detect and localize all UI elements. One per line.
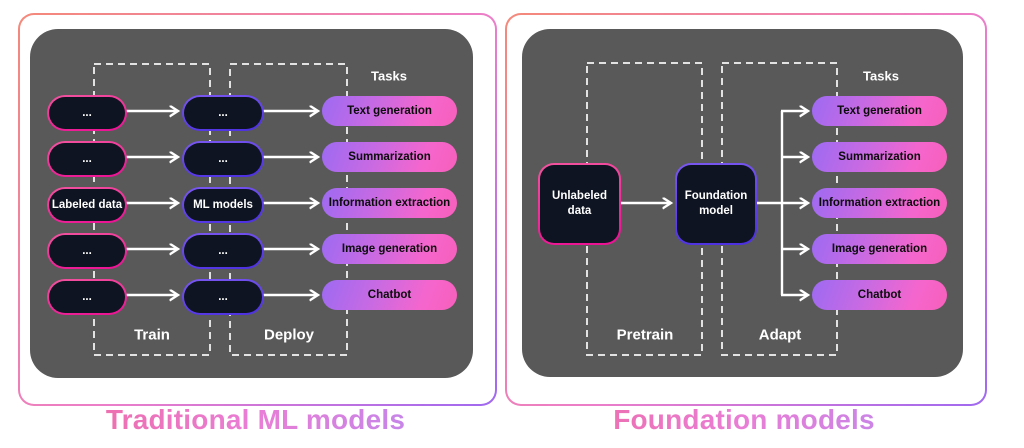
pretrain-stage-label: Pretrain bbox=[616, 326, 674, 344]
foundation-title: Foundation models bbox=[505, 404, 983, 436]
train-stage-label: Train bbox=[134, 326, 170, 344]
model-pill: ... bbox=[182, 95, 264, 131]
input-pill: ... bbox=[47, 141, 127, 177]
model-pill: ... bbox=[182, 279, 264, 315]
foundation-connectors bbox=[586, 62, 838, 356]
foundation-panel: Tasks Unlabeled data Foundation model Te… bbox=[505, 13, 987, 406]
input-pill: ... bbox=[47, 233, 127, 269]
tasks-header: Tasks bbox=[863, 68, 899, 84]
task-pill-chatbot: Chatbot bbox=[322, 280, 457, 310]
traditional-ml-panel: Tasks ... ... Labeled data ... ... ... .… bbox=[18, 13, 497, 406]
model-pill: ... bbox=[182, 141, 264, 177]
deploy-stage-label: Deploy bbox=[263, 326, 315, 344]
traditional-ml-panel-inner: Tasks ... ... Labeled data ... ... ... .… bbox=[20, 15, 495, 404]
task-pill-summarization: Summarization bbox=[812, 142, 947, 172]
unlabeled-data-box: Unlabeled data bbox=[538, 163, 621, 245]
task-pill-information-extraction: Information extraction bbox=[322, 188, 457, 218]
foundation-model-box: Foundation model bbox=[675, 163, 757, 245]
labeled-data-pill: Labeled data bbox=[47, 187, 127, 223]
input-pill: ... bbox=[47, 279, 127, 315]
task-pill-image-generation: Image generation bbox=[812, 234, 947, 264]
model-pill: ... bbox=[182, 233, 264, 269]
traditional-ml-title: Traditional ML models bbox=[18, 404, 493, 436]
traditional-ml-connectors bbox=[93, 63, 348, 356]
ml-models-pill: ML models bbox=[182, 187, 264, 223]
task-pill-image-generation: Image generation bbox=[322, 234, 457, 264]
task-pill-information-extraction: Information extraction bbox=[812, 188, 947, 218]
input-pill: ... bbox=[47, 95, 127, 131]
adapt-stage-label: Adapt bbox=[758, 326, 802, 344]
task-pill-text-generation: Text generation bbox=[812, 96, 947, 126]
task-pill-summarization: Summarization bbox=[322, 142, 457, 172]
tasks-header: Tasks bbox=[371, 68, 407, 84]
task-pill-chatbot: Chatbot bbox=[812, 280, 947, 310]
task-pill-text-generation: Text generation bbox=[322, 96, 457, 126]
foundation-panel-inner: Tasks Unlabeled data Foundation model Te… bbox=[507, 15, 985, 404]
